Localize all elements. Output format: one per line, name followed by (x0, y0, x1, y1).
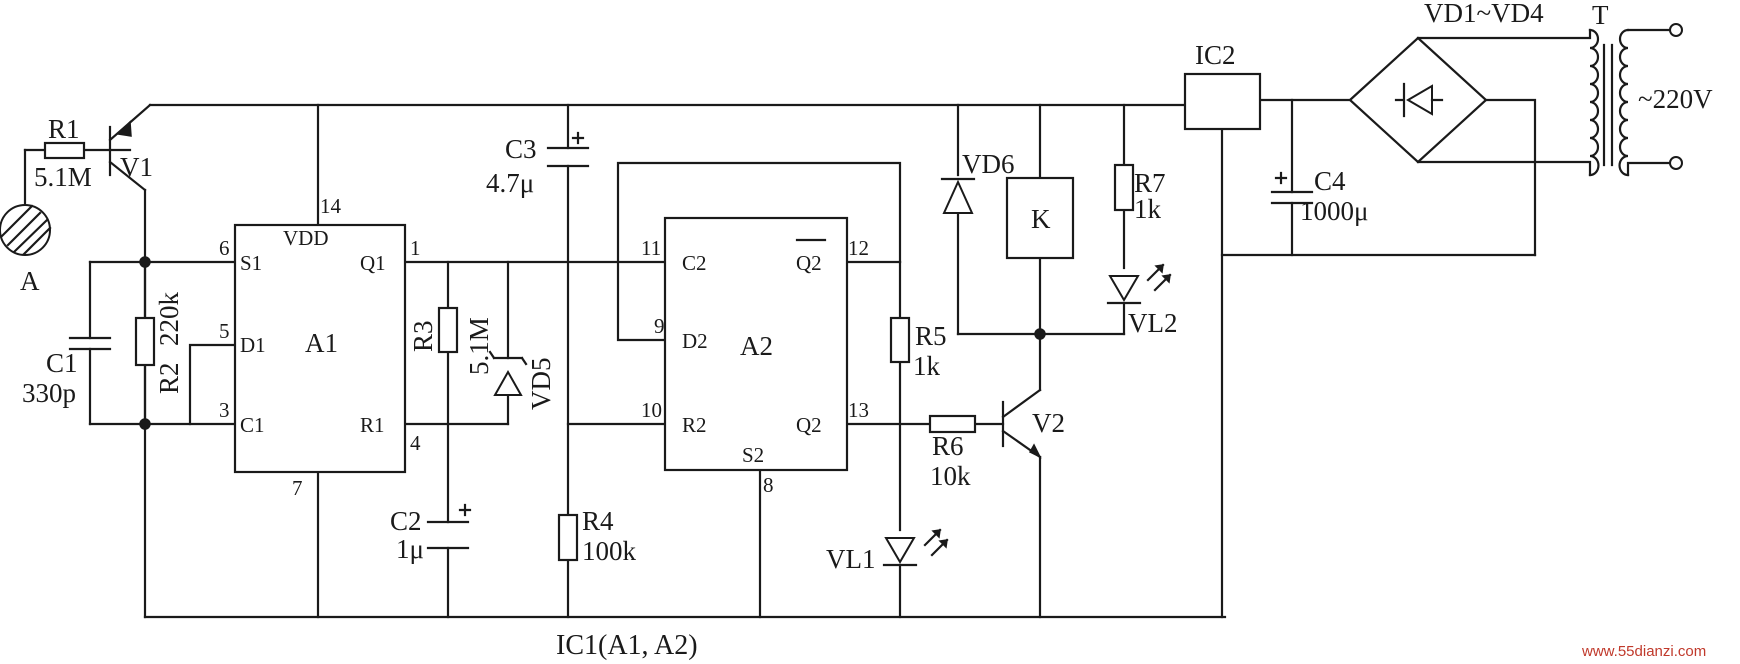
pin-num-3: 3 (219, 398, 230, 422)
pin-num-4: 4 (410, 431, 421, 455)
label-vl2: VL2 (1128, 308, 1178, 338)
ic-a1 (233, 223, 407, 474)
label-c3: C3 (505, 134, 537, 164)
label-c1: C1 (46, 348, 78, 378)
label-mains: ~220V (1638, 84, 1713, 114)
diode-vd6 (942, 179, 974, 214)
resistor-r3 (437, 306, 459, 354)
resistor-r2 (134, 316, 156, 367)
zener-vd5 (493, 369, 523, 396)
label-r2: R2 (154, 362, 184, 394)
label-r1: R1 (48, 114, 80, 144)
label-r3: R3 (408, 320, 438, 352)
pin-c1: C1 (240, 413, 265, 437)
label-r6: R6 (932, 431, 964, 461)
resistor-r1 (43, 141, 86, 160)
label-r4-value: 100k (582, 536, 637, 566)
pin-num-7: 7 (292, 476, 303, 500)
relay-k (1005, 176, 1075, 260)
pin-d1: D1 (240, 333, 266, 357)
label-transformer: T (1592, 0, 1609, 30)
label-r1-value: 5.1M (34, 162, 92, 192)
ic-a2 (663, 216, 849, 472)
capacitor-c1 (68, 336, 112, 351)
label-c2: C2 (390, 506, 422, 536)
label-r5: R5 (915, 321, 947, 351)
label-r5-value: 1k (913, 351, 941, 381)
pin-num-9: 9 (654, 314, 665, 338)
pin-num-6: 6 (219, 236, 230, 260)
pin-num-12: 12 (848, 236, 869, 260)
pin-num-8: 8 (763, 473, 774, 497)
label-r7: R7 (1134, 168, 1166, 198)
label-vd5: VD5 (526, 358, 556, 411)
pin-num-13: 13 (848, 398, 869, 422)
label-r2-value: 220k (154, 292, 184, 347)
pin-num-11: 11 (641, 236, 661, 260)
resistor-r7 (1113, 163, 1135, 212)
label-vd6: VD6 (962, 149, 1015, 179)
label-r4: R4 (582, 506, 614, 536)
pin-num-5: 5 (219, 319, 230, 343)
pin-c2: C2 (682, 251, 707, 275)
resistor-r5 (889, 316, 911, 364)
junction-dot (1034, 328, 1046, 340)
capacitor-c2 (426, 520, 470, 550)
pin-q1: Q1 (360, 251, 386, 275)
pin-q2: Q2 (796, 413, 822, 437)
mains-terminal-bottom (1669, 156, 1683, 170)
bridge-diode-icon (1406, 84, 1433, 116)
pin-d2: D2 (682, 329, 708, 353)
resistor-r4 (557, 513, 579, 562)
label-r3-value: 5.1M (464, 317, 494, 375)
label-vl1: VL1 (826, 544, 876, 574)
label-c1-value: 330p (22, 378, 76, 408)
pin-vdd: VDD (283, 226, 329, 250)
label-c2-value: 1μ (396, 534, 424, 564)
pin-num-14: 14 (320, 194, 342, 218)
mains-terminal-top (1669, 23, 1683, 37)
regulator-ic2 (1183, 72, 1262, 131)
label-c4-value: 1000μ (1300, 196, 1368, 226)
caption: IC1(A1, A2) (556, 630, 698, 661)
label-v2: V2 (1032, 408, 1065, 438)
labels: R1 5.1M V1 A C1 330p R2 220k A1 VDD S1 D… (20, 0, 1713, 661)
capacitor-c3 (546, 146, 590, 168)
label-ic2: IC2 (1195, 40, 1236, 70)
sensor-a-icon (0, 204, 51, 256)
transformer-t (1588, 28, 1630, 177)
label-bridge: VD1~VD4 (1424, 0, 1544, 28)
label-k: K (1031, 204, 1051, 234)
pin-s2: S2 (742, 443, 764, 467)
label-c3-value: 4.7μ (486, 168, 534, 198)
label-r7-value: 1k (1134, 194, 1162, 224)
label-a2: A2 (740, 331, 773, 361)
pin-r2: R2 (682, 413, 707, 437)
capacitor-c4 (1270, 190, 1314, 205)
wires (23, 28, 1672, 619)
components (0, 23, 1683, 567)
watermark: www.55dianzi.com (1581, 643, 1706, 660)
v2-emitter-arrow (1028, 443, 1042, 459)
label-a: A (20, 266, 40, 296)
led-vl2 (1108, 275, 1140, 302)
resistor-r6 (928, 414, 977, 434)
junction-dot (139, 256, 151, 268)
pin-num-10: 10 (641, 398, 662, 422)
label-c4: C4 (1314, 166, 1346, 196)
junction-dot (139, 418, 151, 430)
label-a1: A1 (305, 328, 338, 358)
pin-q2bar: Q2 (796, 251, 822, 275)
pin-s1: S1 (240, 251, 262, 275)
pin-r1: R1 (360, 413, 385, 437)
led-vl1 (884, 537, 916, 564)
label-r6-value: 10k (930, 461, 971, 491)
label-v1: V1 (120, 152, 153, 182)
pin-num-1: 1 (410, 236, 421, 260)
v1-emitter-arrow (116, 120, 132, 137)
